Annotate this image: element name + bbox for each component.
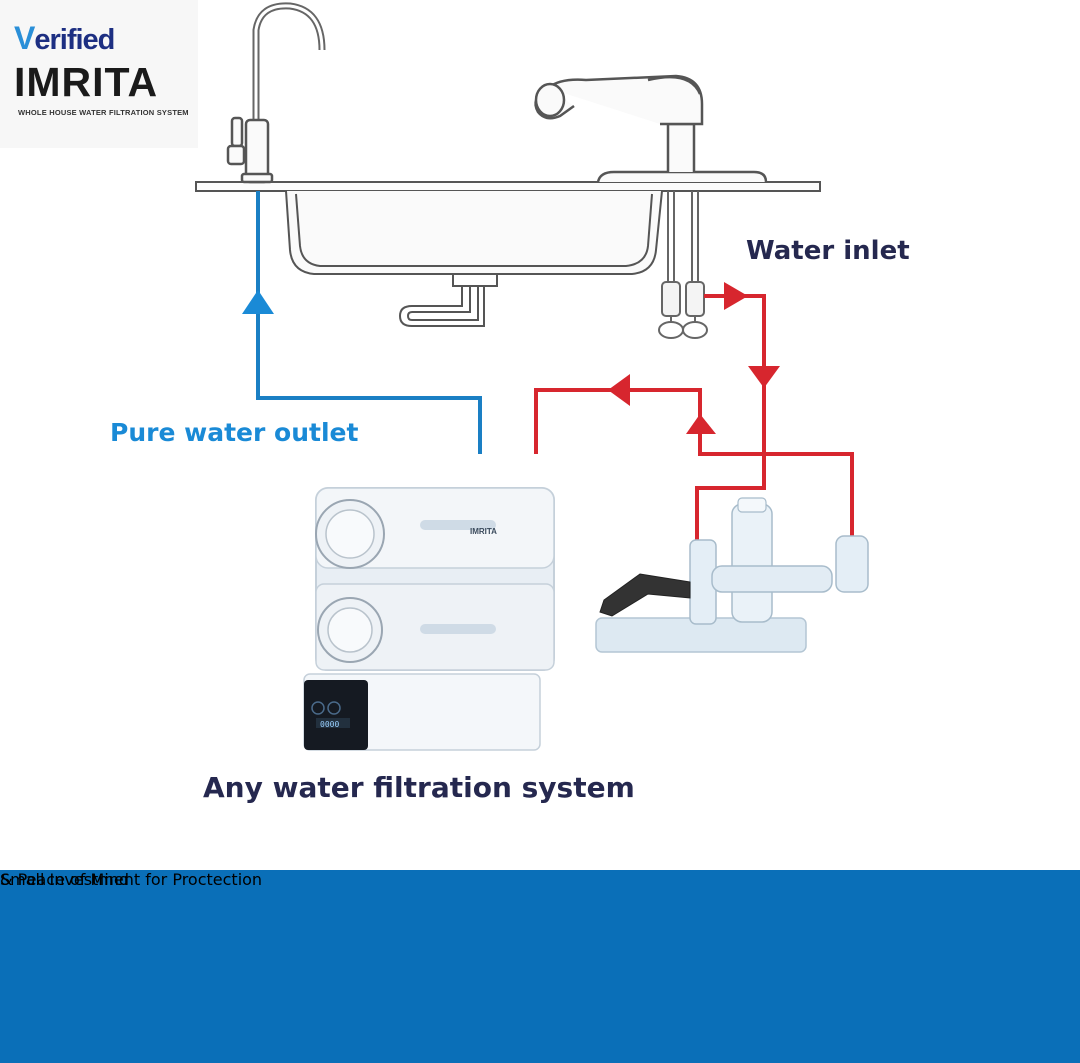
banner-headline-1: Small Investment for Proctection [0, 870, 263, 889]
brand-tagline: WHOLE HOUSE WATER FILTRATION SYSTEM [18, 108, 189, 117]
countertop [195, 181, 821, 192]
pullout-faucet-icon [534, 74, 768, 183]
arrow-icon [686, 414, 716, 434]
banner-headline-2: & Peace of Mind [0, 870, 130, 889]
sink-icon [285, 190, 663, 327]
filtration-system-label: Any water filtration system [203, 771, 635, 804]
footer-banner [0, 870, 1080, 1063]
faucet-icon [226, 2, 326, 184]
verified-v: V [14, 20, 35, 56]
unit-brand-label: IMRITA [470, 527, 497, 536]
unit-display-text: 0000 [320, 720, 339, 729]
valve-icon [595, 497, 869, 653]
verified-mark: Verified [14, 20, 115, 56]
arrow-icon [242, 290, 274, 314]
installation-diagram: IMRITA 0000 [195, 2, 869, 751]
verified-text: erified [34, 24, 115, 56]
pure-water-outlet-label: Pure water outlet [110, 418, 359, 447]
arrow-icon [608, 374, 630, 406]
brand-logo: Verified IMRITA WHOLE HOUSE WATER FILTRA… [0, 0, 198, 148]
water-inlet-label: Water inlet [746, 236, 910, 266]
arrow-icon [748, 366, 780, 388]
supply-valves [658, 191, 708, 339]
arrow-icon [724, 282, 748, 310]
filter-unit-icon [303, 487, 555, 751]
brand-name: IMRITA [14, 59, 159, 105]
